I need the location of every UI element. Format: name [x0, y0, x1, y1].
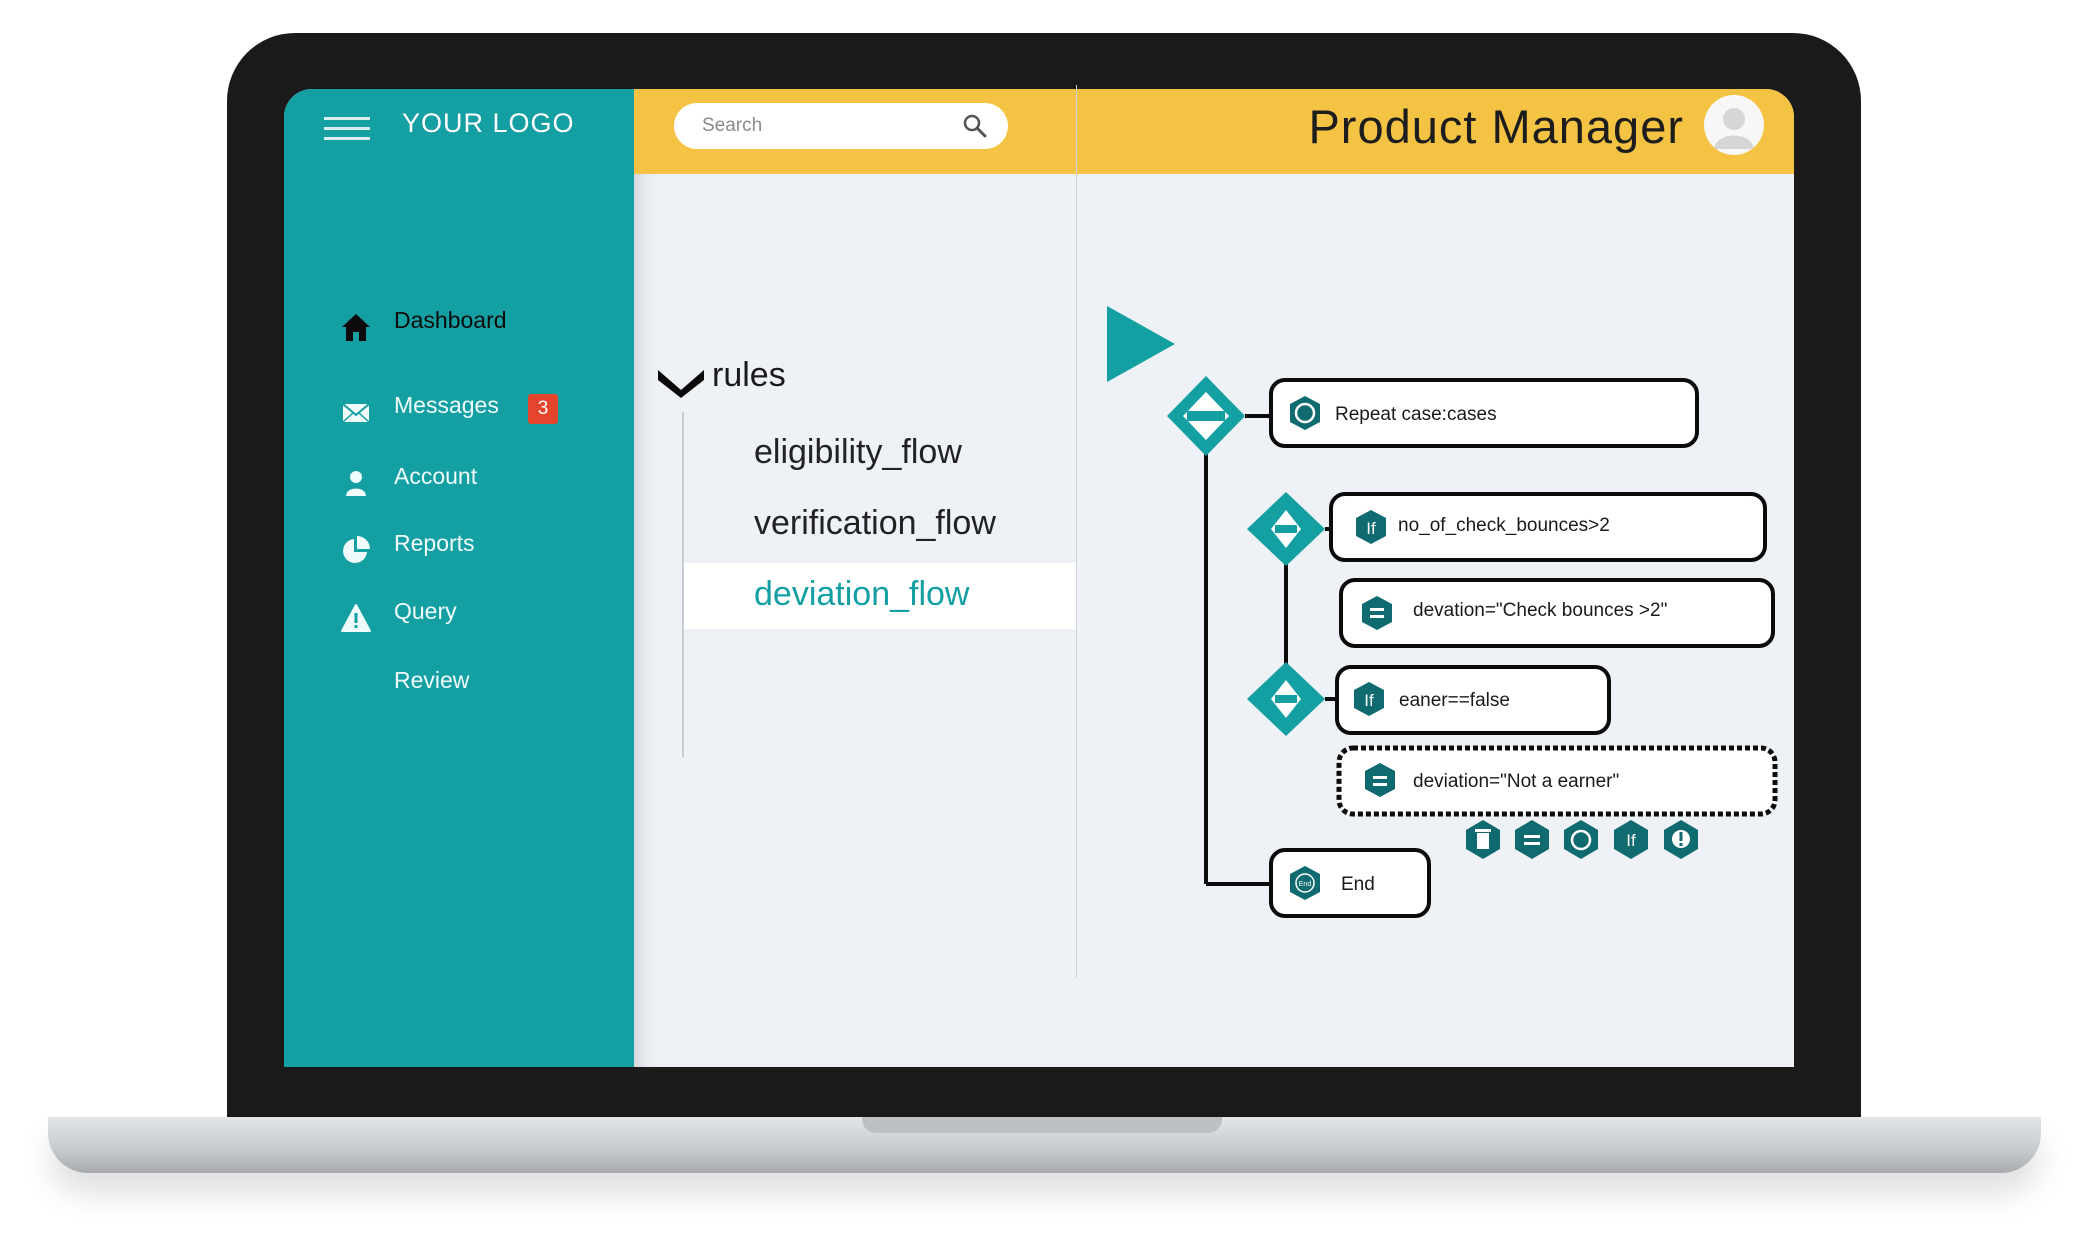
- logo: YOUR LOGO: [402, 108, 575, 138]
- svg-text:If: If: [1626, 831, 1636, 850]
- flow-node-label: devation="Check bounces >2": [1413, 600, 1667, 621]
- flow-node-label: eaner==false: [1399, 690, 1510, 711]
- flow-node-end[interactable]: End End: [1269, 848, 1431, 918]
- tree-item-label: deviation_flow: [754, 575, 970, 613]
- sidebar-item-label: Dashboard: [394, 307, 507, 333]
- flow-node-label: deviation="Not a earner": [1413, 771, 1619, 792]
- sidebar-item-dashboard[interactable]: Dashboard: [284, 299, 634, 351]
- warning-icon: [341, 604, 371, 632]
- flow-canvas: Repeat case:cases If no_of_check_bounces…: [1107, 306, 1778, 918]
- branch-diamond-icon[interactable]: [1247, 492, 1325, 566]
- user-icon: [346, 471, 366, 496]
- loop-diamond-icon[interactable]: [1167, 376, 1245, 456]
- equals-icon[interactable]: [1515, 820, 1549, 859]
- if-icon[interactable]: If: [1614, 820, 1648, 859]
- envelope-icon: [342, 403, 370, 423]
- delete-icon[interactable]: [1466, 820, 1500, 859]
- flow-node-label: no_of_check_bounces>2: [1398, 515, 1610, 536]
- loop-icon: [1290, 396, 1320, 430]
- user-avatar-icon: [1714, 108, 1754, 149]
- sidebar-item-label: Query: [394, 598, 457, 624]
- sidebar-item-label: Messages: [394, 392, 499, 418]
- tree-guide-line: [682, 412, 684, 757]
- svg-text:End: End: [1299, 881, 1312, 888]
- sidebar-item-reports[interactable]: Reports: [284, 522, 634, 574]
- sidebar-item-label: Review: [394, 667, 470, 693]
- tree-item-label: verification_flow: [754, 504, 996, 542]
- tree-root-label: rules: [712, 356, 786, 394]
- flow-node-assign-check-bounces[interactable]: devation="Check bounces >2": [1339, 578, 1775, 648]
- exclamation-icon[interactable]: [1664, 820, 1698, 859]
- sidebar-item-label: Reports: [394, 530, 475, 556]
- search-icon[interactable]: [962, 113, 988, 139]
- loop-icon[interactable]: [1564, 820, 1598, 859]
- top-bar: Search Product Manager: [634, 89, 1794, 174]
- equals-icon: [1365, 763, 1395, 797]
- node-toolbar: If: [1466, 820, 1698, 859]
- tree-item-verification-flow[interactable]: verification_flow: [684, 492, 1076, 558]
- search-input[interactable]: Search: [674, 103, 1008, 149]
- flow-node-label: Repeat case:cases: [1335, 404, 1497, 425]
- message-count-badge: 3: [528, 394, 558, 424]
- search-placeholder: Search: [702, 115, 763, 136]
- tree-item-deviation-flow[interactable]: deviation_flow: [684, 563, 1076, 629]
- sidebar-item-review[interactable]: Review: [284, 659, 634, 711]
- flow-node-if-earner[interactable]: If eaner==false: [1335, 665, 1611, 735]
- flow-node-repeat[interactable]: Repeat case:cases: [1269, 378, 1699, 448]
- run-play-icon[interactable]: [1107, 306, 1175, 382]
- if-icon: [1356, 510, 1386, 544]
- pie-chart-icon: [343, 536, 370, 563]
- branch-diamond-icon[interactable]: [1247, 662, 1325, 736]
- sidebar-item-messages[interactable]: Messages 3: [284, 384, 634, 436]
- hamburger-menu-icon[interactable]: [324, 117, 370, 141]
- tree-item-label: eligibility_flow: [754, 433, 962, 471]
- svg-text:If: If: [1366, 519, 1376, 538]
- sidebar-item-label: Account: [394, 463, 478, 489]
- sidebar-item-account[interactable]: Account: [284, 455, 634, 507]
- tree-item-eligibility-flow[interactable]: eligibility_flow: [684, 421, 1076, 487]
- sidebar-item-query[interactable]: Query: [284, 590, 634, 642]
- flow-node-if-bounces[interactable]: If no_of_check_bounces>2: [1329, 492, 1767, 562]
- end-icon: [1290, 866, 1320, 900]
- avatar[interactable]: [1704, 95, 1764, 155]
- panel-divider: [1076, 85, 1077, 978]
- laptop-notch: [862, 1117, 1222, 1133]
- page-title: Product Manager: [1308, 100, 1684, 153]
- equals-icon: [1362, 596, 1392, 630]
- chevron-down-icon[interactable]: [656, 362, 706, 402]
- sidebar: YOUR LOGO Dashboard Messages 3 Account: [284, 89, 634, 1067]
- flow-node-assign-not-earner[interactable]: deviation="Not a earner": [1336, 745, 1778, 817]
- flow-node-label: End: [1341, 874, 1375, 895]
- home-icon: [342, 314, 370, 341]
- svg-text:If: If: [1364, 691, 1374, 710]
- if-icon: [1354, 682, 1384, 716]
